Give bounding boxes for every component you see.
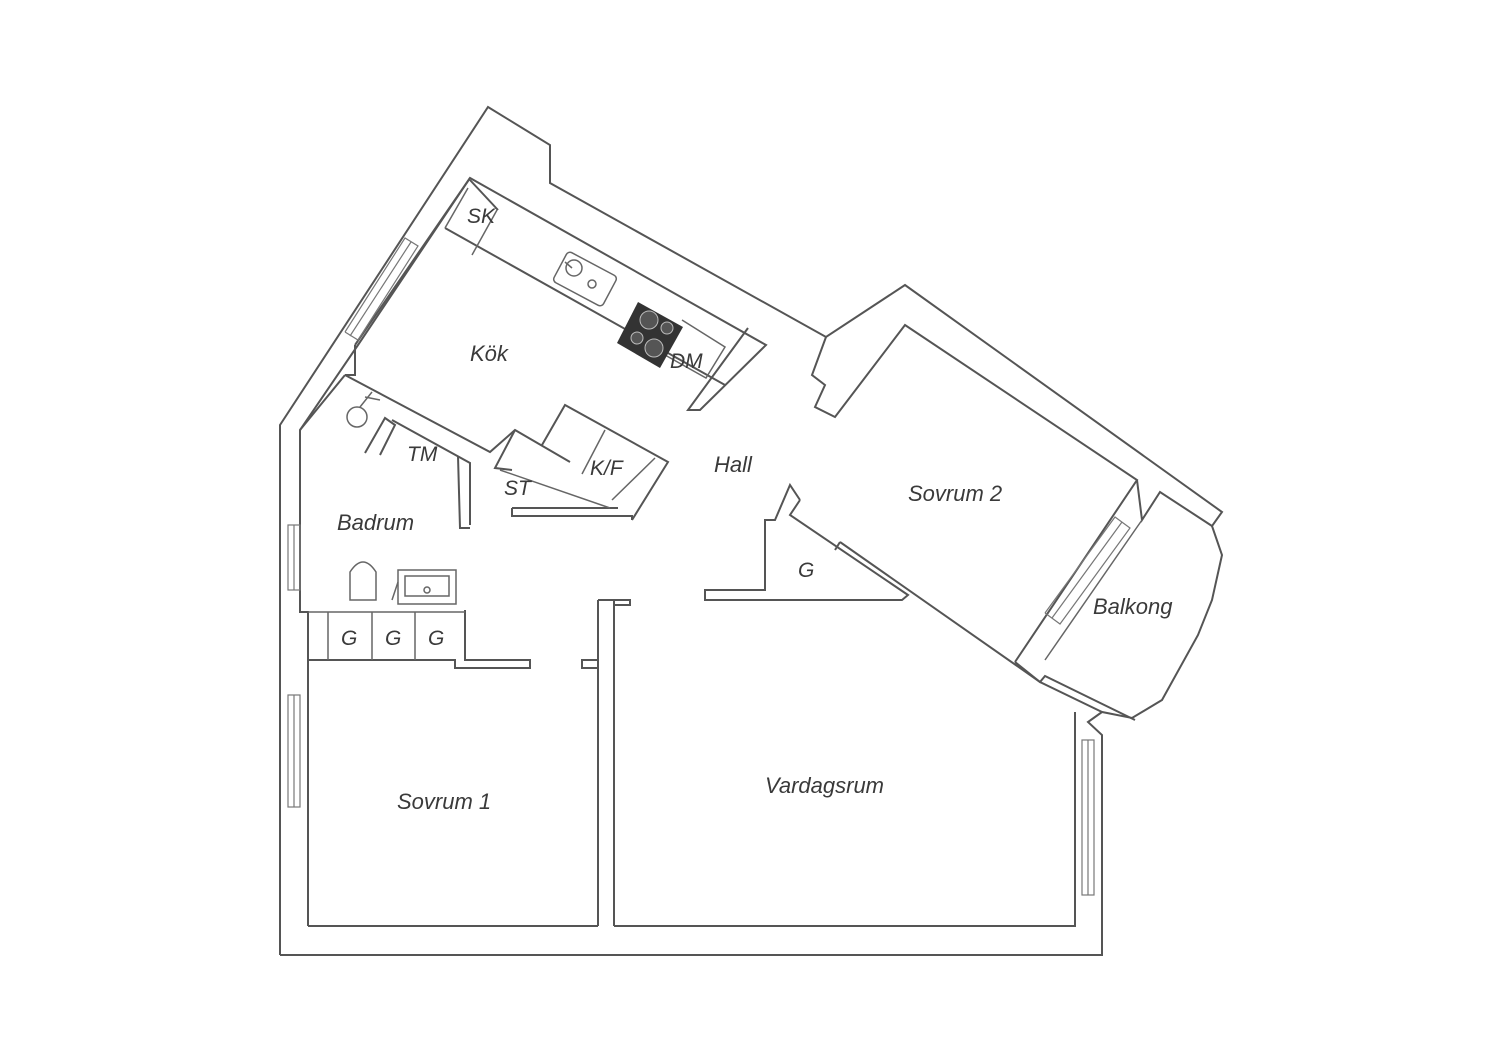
room-label-balkong: Balkong xyxy=(1093,594,1173,619)
kitchen-walls xyxy=(344,177,727,463)
room-label-vardagsrum: Vardagsrum xyxy=(765,773,884,798)
room-label-badrum: Badrum xyxy=(337,510,414,535)
sovrum1-window xyxy=(287,694,301,808)
fixture-label-sk: SK xyxy=(467,205,496,228)
shower-icon xyxy=(346,391,381,428)
room-label-kok: Kök xyxy=(470,341,509,366)
toilet-icon xyxy=(349,561,377,601)
room-label-sovrum2: Sovrum 2 xyxy=(908,481,1002,506)
hall-walls xyxy=(581,323,1139,926)
storage-walls xyxy=(493,429,633,520)
fridge-cabinets xyxy=(541,403,670,521)
fixture-label-g-bath-2: G xyxy=(385,627,401,650)
fixture-label-st: ST xyxy=(504,477,533,500)
vardagsrum-window xyxy=(1081,739,1095,896)
fixture-label-g-hall: G xyxy=(798,559,814,582)
kitchen-sink-icon xyxy=(552,251,618,307)
fixture-label-kf: K/F xyxy=(590,457,624,480)
room-label-hall: Hall xyxy=(714,452,753,477)
fixture-label-g-bath-1: G xyxy=(341,627,357,650)
bath-sink-icon xyxy=(391,569,457,605)
bathroom-walls xyxy=(287,374,531,669)
balcony-walls xyxy=(1014,479,1213,713)
fixture-label-tm: TM xyxy=(407,443,438,466)
fixture-label-g-bath-3: G xyxy=(428,627,444,650)
fixture-label-dm: DM xyxy=(670,350,703,373)
outer-walls xyxy=(279,105,1224,956)
stove-icon xyxy=(617,302,683,368)
room-label-sovrum1: Sovrum 1 xyxy=(397,789,491,814)
